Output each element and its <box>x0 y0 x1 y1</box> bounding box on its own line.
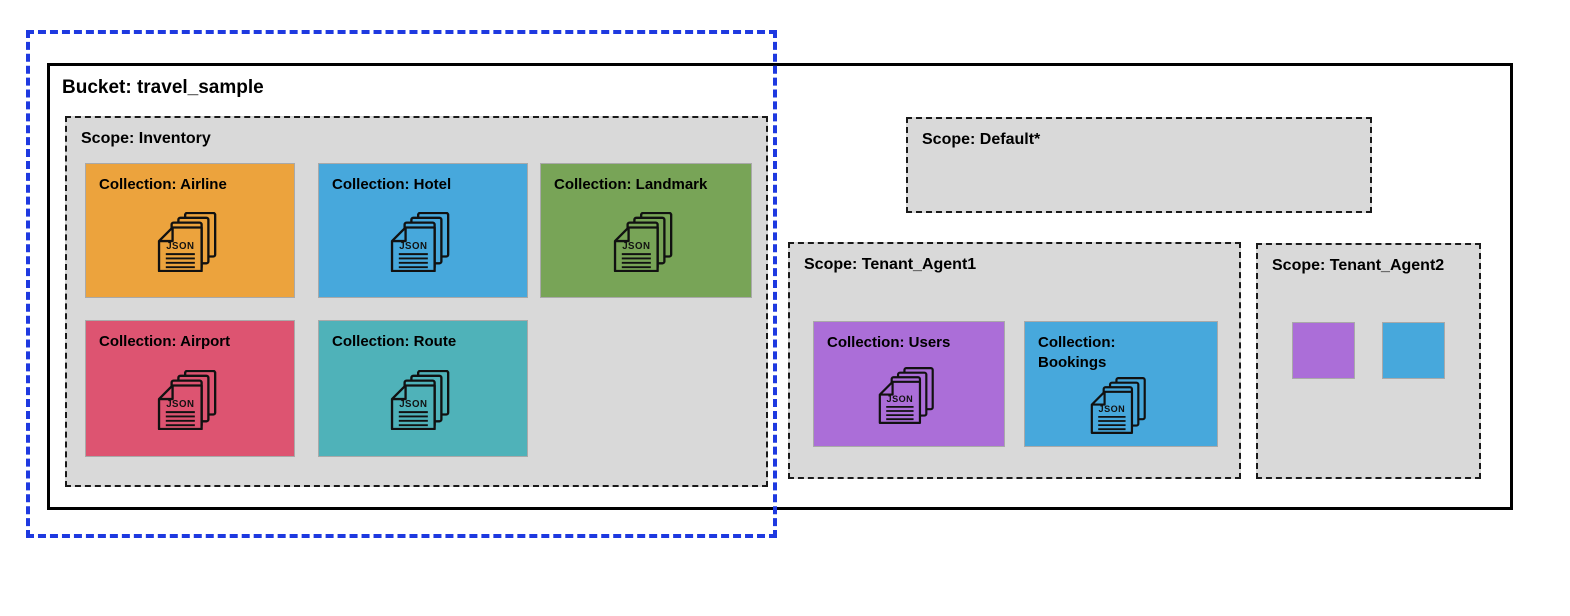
scope-inventory: Scope: Inventory Collection: Airline Col… <box>65 116 768 487</box>
json-documents-icon <box>613 212 679 272</box>
collection-route: Collection: Route <box>318 320 528 457</box>
scope-tenant-agent2-title: Scope: Tenant_Agent2 <box>1272 257 1445 274</box>
collection-route-icon-area <box>319 352 527 457</box>
json-documents-icon <box>878 367 940 424</box>
collection-airline-icon-area <box>86 195 294 298</box>
scope-tenant-agent1: Scope: Tenant_Agent1 Collection: Users C… <box>788 242 1241 479</box>
json-documents-icon <box>157 370 223 430</box>
collection-hotel-label: Collection: Hotel <box>332 176 452 193</box>
json-documents-icon <box>1090 377 1152 434</box>
collection-bookings: Collection: Bookings <box>1024 321 1218 447</box>
collection-airline: Collection: Airline <box>85 163 295 298</box>
json-documents-icon <box>157 212 223 272</box>
bucket-title: Bucket: travel_sample <box>62 77 264 98</box>
collection-bookings-icon-area <box>1025 372 1217 446</box>
collection-route-label: Collection: Route <box>332 333 457 350</box>
collection-landmark: Collection: Landmark <box>540 163 752 298</box>
collection-users-label: Collection: Users <box>827 334 951 351</box>
collection-airline-label: Collection: Airline <box>99 176 227 193</box>
scope-tenant-agent2: Scope: Tenant_Agent2 <box>1256 243 1481 479</box>
bucket-travel-sample: Bucket: travel_sample Scope: Inventory C… <box>47 63 1513 510</box>
scope-default: Scope: Default* <box>906 117 1372 213</box>
collection-airport: Collection: Airport <box>85 320 295 457</box>
collection-bookings-label: Collection: Bookings <box>1038 334 1116 371</box>
json-documents-icon <box>390 370 456 430</box>
json-documents-icon <box>390 212 456 272</box>
scope-inventory-title: Scope: Inventory <box>81 130 211 147</box>
collection-airport-icon-area <box>86 352 294 457</box>
collection-users: Collection: Users <box>813 321 1005 447</box>
collection-landmark-icon-area <box>541 195 751 298</box>
collection-users-icon-area <box>814 353 1004 447</box>
collection-swatch-blue <box>1382 322 1445 379</box>
collection-airport-label: Collection: Airport <box>99 333 231 350</box>
scope-tenant-agent1-title: Scope: Tenant_Agent1 <box>804 256 977 273</box>
collection-hotel-icon-area <box>319 195 527 298</box>
collection-landmark-label: Collection: Landmark <box>554 176 708 193</box>
collection-swatch-purple <box>1292 322 1355 379</box>
collection-hotel: Collection: Hotel <box>318 163 528 298</box>
scope-default-title: Scope: Default* <box>922 131 1041 148</box>
